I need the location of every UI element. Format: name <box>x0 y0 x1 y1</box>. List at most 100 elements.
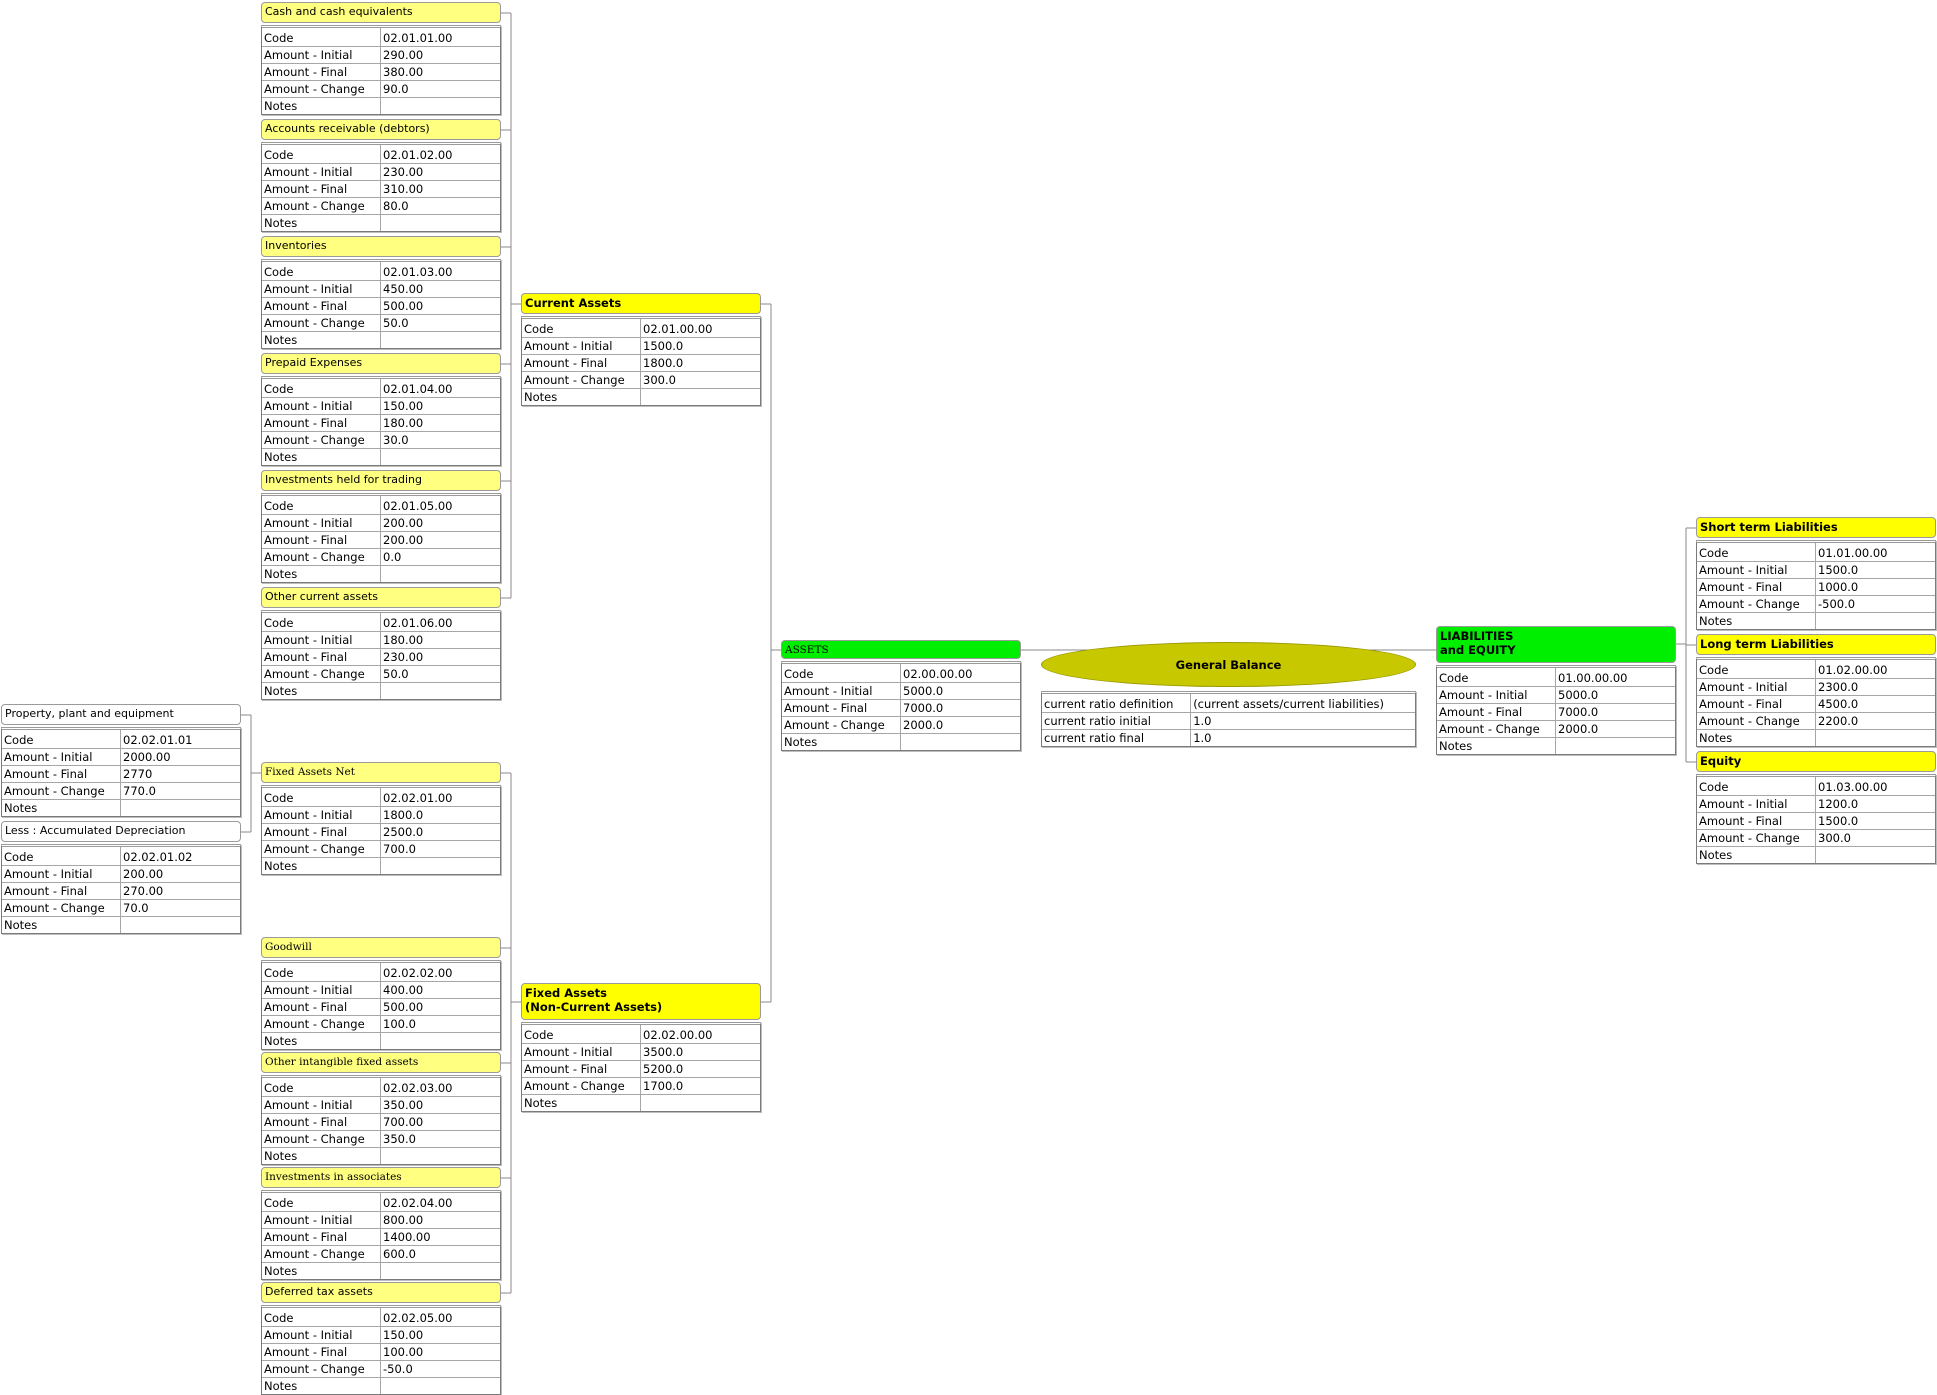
row-value <box>121 800 240 816</box>
row-label: Code <box>262 262 381 280</box>
table-row: Notes <box>262 332 500 348</box>
row-label: Amount - Initial <box>1697 679 1816 695</box>
row-label: Amount - Final <box>1697 813 1816 829</box>
row-value: 1700.0 <box>643 1079 684 1093</box>
row-label: Notes <box>2 917 121 933</box>
row-label: Code <box>262 28 381 46</box>
row-label: Notes <box>262 566 381 582</box>
node-title: Deferred tax assets <box>261 1282 501 1303</box>
row-label: Code <box>262 1308 381 1326</box>
row-value: 1800.0 <box>643 356 684 370</box>
table-row: Notes <box>262 1033 500 1049</box>
row-value: 02.01.01.00 <box>383 31 453 45</box>
row-label: Amount - Initial <box>262 1327 381 1343</box>
row-value <box>381 1263 500 1279</box>
row-label: Code <box>1697 660 1816 678</box>
row-label: Code <box>1437 668 1556 686</box>
row-label: Code <box>262 788 381 806</box>
row-label: Notes <box>262 858 381 874</box>
row-value: 2000.00 <box>123 750 171 764</box>
row-value: 01.02.00.00 <box>1818 663 1888 677</box>
row-value: 770.0 <box>123 784 156 798</box>
row-label: Notes <box>262 1148 381 1164</box>
row-label: Amount - Initial <box>262 164 381 180</box>
row-value <box>381 858 500 874</box>
row-label: Code <box>262 379 381 397</box>
node-title: Investments in associates <box>261 1167 501 1188</box>
row-label: Amount - Final <box>262 824 381 840</box>
row-value: 01.01.00.00 <box>1818 546 1888 560</box>
row-label: current ratio final <box>1042 730 1192 746</box>
row-label: Notes <box>2 800 121 816</box>
row-value: 1.0 <box>1193 731 1212 745</box>
row-value <box>1816 730 1935 746</box>
row-label: Amount - Change <box>262 1016 381 1032</box>
row-value: 02.02.05.00 <box>383 1311 453 1325</box>
row-value: 200.00 <box>123 867 164 881</box>
row-value: 02.02.04.00 <box>383 1196 453 1210</box>
row-label: Notes <box>262 1378 381 1394</box>
row-label: Amount - Change <box>262 81 381 97</box>
node-title: Fixed Assets Net <box>261 762 501 783</box>
row-label: Amount - Change <box>262 1131 381 1147</box>
row-label: Amount - Initial <box>262 1212 381 1228</box>
row-label: Notes <box>1697 613 1816 629</box>
row-label: Notes <box>262 215 381 231</box>
row-label: Amount - Change <box>262 1361 381 1377</box>
row-value: 380.00 <box>383 65 424 79</box>
node-title: Other current assets <box>261 587 501 608</box>
row-value: 300.0 <box>1818 831 1851 845</box>
table-row: Notes <box>522 1095 760 1111</box>
node-title: Short term Liabilities <box>1696 517 1936 538</box>
row-label: Amount - Change <box>2 900 121 916</box>
row-value: 50.0 <box>383 316 409 330</box>
row-value: -50.0 <box>383 1362 413 1376</box>
row-value: 1500.0 <box>1818 814 1859 828</box>
row-label: Notes <box>522 1095 641 1111</box>
row-value: 310.00 <box>383 182 424 196</box>
row-value: 350.0 <box>383 1132 416 1146</box>
row-label: Amount - Initial <box>522 338 641 354</box>
row-value: 02.01.03.00 <box>383 265 453 279</box>
row-label: Amount - Final <box>262 1344 381 1360</box>
node-title: Less : Accumulated Depreciation <box>1 821 241 842</box>
row-value: 1500.0 <box>643 339 684 353</box>
row-label: Amount - Final <box>1697 696 1816 712</box>
row-label: Notes <box>782 734 901 750</box>
row-value: 2000.0 <box>903 718 944 732</box>
row-label: current ratio initial <box>1042 713 1192 729</box>
row-value: 02.02.03.00 <box>383 1081 453 1095</box>
node-title: Accounts receivable (debtors) <box>261 119 501 140</box>
row-value <box>381 215 500 231</box>
row-value: 600.0 <box>383 1247 416 1261</box>
row-label: Amount - Change <box>2 783 121 799</box>
row-label: Amount - Final <box>262 1114 381 1130</box>
row-value: 350.00 <box>383 1098 424 1112</box>
node-title: LIABILITIES and EQUITY <box>1436 626 1676 663</box>
